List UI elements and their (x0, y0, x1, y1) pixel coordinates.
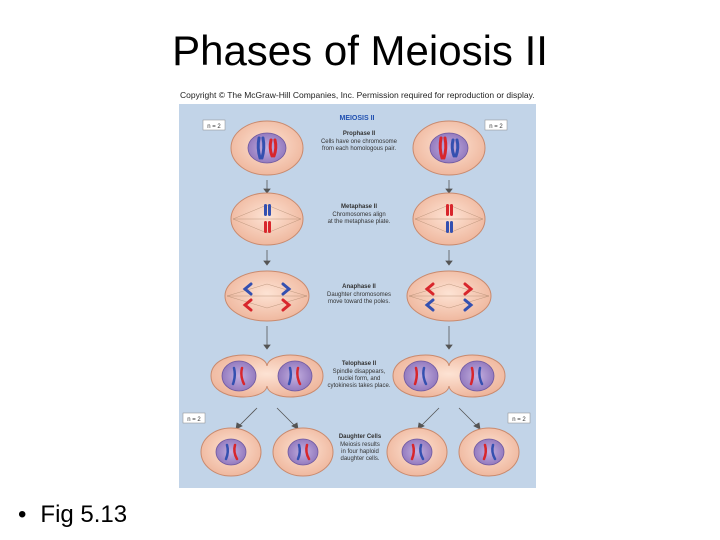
daughter-cell-4 (458, 427, 520, 477)
figure-panel: MEIOSIS II n = 2 n = 2 n = 2 n = 2 (179, 104, 536, 488)
ploidy-label-top-right: n = 2 (484, 119, 508, 131)
arrow-icon (263, 180, 453, 194)
daughter-cell-3 (386, 427, 448, 477)
svg-text:Cells have one chromosome: Cells have one chromosome (321, 139, 398, 145)
prophase-cell-left (230, 120, 304, 176)
svg-text:in four haploid: in four haploid (341, 449, 379, 455)
metaphase-cell-left (230, 192, 304, 246)
prophase-caption: Prophase II Cells have one chromosome fr… (321, 131, 398, 152)
arrow-icon (263, 250, 453, 266)
ploidy-label-bottom-left: n = 2 (182, 412, 206, 424)
svg-text:n = 2: n = 2 (512, 417, 526, 423)
metaphase-caption: Metaphase II Chromosomes align at the me… (328, 204, 391, 225)
svg-text:daughter cells.: daughter cells. (340, 456, 379, 462)
svg-text:move toward the poles.: move toward the poles. (328, 299, 390, 305)
telophase-cell-left (210, 354, 324, 398)
svg-text:from each homologous pair.: from each homologous pair. (322, 146, 396, 152)
anaphase-cell-right (406, 270, 492, 322)
arrow-icon (263, 326, 453, 350)
anaphase-cell-left (224, 270, 310, 322)
svg-text:at the metaphase plate.: at the metaphase plate. (328, 219, 391, 225)
svg-text:Daughter Cells: Daughter Cells (339, 434, 382, 440)
meiosis-heading: MEIOSIS II (339, 115, 374, 122)
svg-text:n = 2: n = 2 (187, 417, 201, 423)
daughter-cells-caption: Daughter Cells Meiosis results in four h… (339, 434, 382, 462)
svg-text:Prophase II: Prophase II (343, 131, 376, 137)
anaphase-caption: Anaphase II Daughter chromosomes move to… (327, 284, 391, 305)
svg-text:Chromosomes align: Chromosomes align (332, 212, 385, 218)
bullet-text: Fig 5.13 (40, 501, 128, 528)
svg-text:Daughter chromosomes: Daughter chromosomes (327, 292, 391, 298)
svg-text:n = 2: n = 2 (207, 124, 221, 130)
copyright-notice: Copyright © The McGraw-Hill Companies, I… (180, 90, 535, 100)
metaphase-cell-right (412, 192, 486, 246)
arrow-icon (235, 407, 481, 430)
svg-text:Spindle disappears,: Spindle disappears, (333, 369, 386, 375)
svg-text:Telophase II: Telophase II (342, 361, 377, 367)
svg-text:nuclei form, and: nuclei form, and (338, 376, 381, 382)
svg-text:Metaphase II: Metaphase II (341, 204, 377, 210)
bullet-point: • Fig 5.13 (18, 498, 127, 532)
svg-text:Meiosis results: Meiosis results (340, 442, 380, 448)
telophase-caption: Telophase II Spindle disappears, nuclei … (327, 361, 390, 389)
daughter-cell-2 (272, 427, 334, 477)
meiosis-diagram: MEIOSIS II n = 2 n = 2 n = 2 n = 2 (182, 115, 531, 477)
telophase-cell-right (392, 354, 506, 398)
svg-text:n = 2: n = 2 (489, 124, 503, 130)
ploidy-label-top-left: n = 2 (202, 119, 226, 131)
svg-text:Anaphase II: Anaphase II (342, 284, 376, 290)
svg-text:cytokinesis takes place.: cytokinesis takes place. (327, 383, 390, 389)
ploidy-label-bottom-right: n = 2 (507, 412, 531, 424)
daughter-cell-1 (200, 427, 262, 477)
bullet-icon: • (18, 501, 27, 528)
prophase-cell-right (412, 120, 486, 176)
slide-title: Phases of Meiosis II (172, 27, 548, 74)
